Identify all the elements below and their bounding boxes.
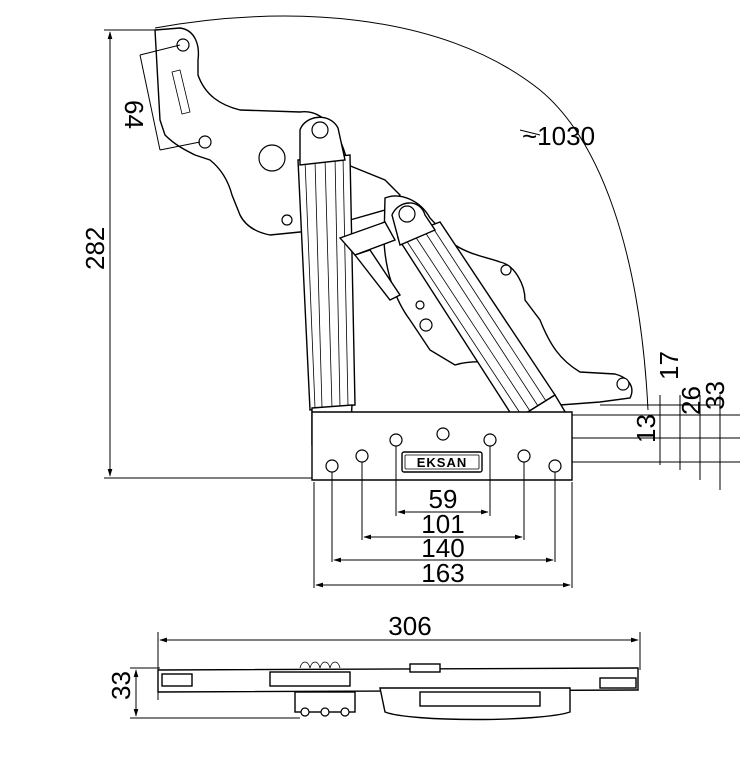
logo-badge: [401, 451, 483, 473]
base-plate: EKSAN: [311, 411, 573, 481]
dim-64: 64: [119, 44, 201, 151]
dim-holes: 59 101 140 163: [313, 446, 573, 588]
hole: [258, 144, 286, 172]
hole: [198, 135, 212, 149]
diagonal-strut: [338, 221, 402, 301]
dim-right: 17 26 33 13: [572, 351, 740, 490]
svg-text:26: 26: [676, 386, 706, 415]
svg-text:33: 33: [106, 671, 136, 700]
svg-text:59: 59: [429, 484, 458, 514]
hole: [325, 459, 339, 473]
hole: [415, 300, 425, 310]
svg-text:306: 306: [388, 611, 431, 641]
svg-text:13: 13: [631, 414, 661, 443]
hole: [419, 318, 433, 332]
svg-text:140: 140: [421, 533, 464, 563]
hole: [517, 449, 531, 463]
hole: [483, 433, 497, 447]
svg-text:33: 33: [700, 381, 730, 410]
logo-text: EKSAN: [417, 455, 468, 470]
hole: [616, 377, 630, 391]
svg-text:282: 282: [80, 227, 110, 270]
hole: [281, 214, 293, 226]
hole: [436, 427, 450, 441]
hole: [176, 38, 190, 52]
swing-arc: [154, 15, 649, 411]
dim-282: 282: [80, 29, 312, 479]
hole: [500, 264, 512, 276]
hole: [389, 433, 403, 447]
hole: [355, 449, 369, 463]
svg-text:64: 64: [119, 100, 149, 129]
upper-spring: [297, 116, 356, 458]
pivot: [398, 205, 416, 223]
upper-bracket: [154, 27, 401, 236]
svg-text:163: 163: [421, 558, 464, 588]
svg-text:17: 17: [654, 351, 684, 380]
arc-dimension: ~1030: [522, 121, 595, 151]
pivot: [311, 121, 329, 139]
side-view: 306 33: [106, 611, 641, 721]
svg-text:101: 101: [421, 509, 464, 539]
hole: [548, 459, 562, 473]
